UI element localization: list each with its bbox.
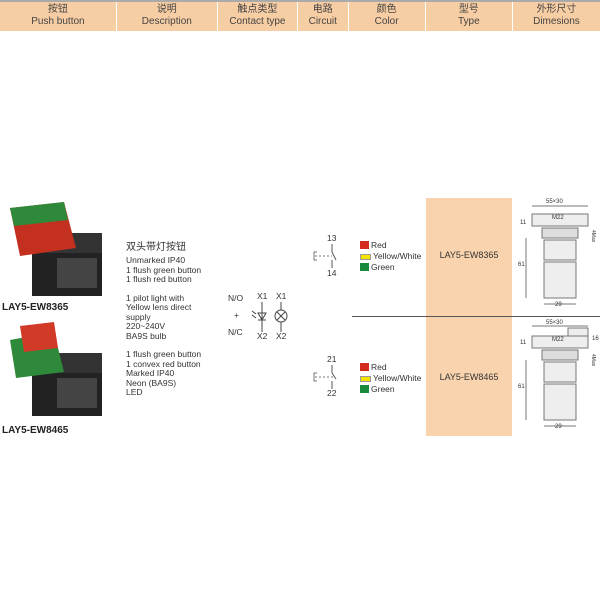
type-column-highlight [426, 198, 512, 436]
circuit-bottom-1: 14 [327, 268, 337, 278]
red-swatch [360, 241, 369, 249]
color-list-1: Red Yellow/White Green [360, 240, 421, 273]
push-button-image-1 [10, 202, 102, 296]
type-1: LAY5-EW8365 [439, 250, 499, 260]
description-title: 双头带灯按钮 [126, 242, 186, 253]
green-swatch [360, 263, 369, 271]
x2-label: X2 [276, 331, 287, 341]
led-lamp-symbol-icon [251, 302, 288, 332]
circuit-top-1: 13 [327, 233, 337, 243]
no-contact-symbol-icon [313, 244, 337, 268]
yellow-swatch [360, 376, 371, 382]
circuit-top-2: 21 [327, 354, 337, 364]
contact-plus: + [234, 310, 239, 320]
push-button-image-2 [10, 322, 102, 416]
color-list-2: Red Yellow/White Green [360, 362, 421, 395]
red-swatch [360, 363, 369, 371]
x1-label: X1 [257, 291, 268, 301]
row-divider [352, 316, 600, 317]
x2-label: X2 [257, 331, 268, 341]
yellow-swatch [360, 254, 371, 260]
nc-contact-symbol-icon [313, 365, 337, 389]
contact-no: N/O [228, 293, 244, 303]
circuit-bottom-2: 22 [327, 388, 337, 398]
dimension-drawing-1: 55×30 M22 11 4Max 61 29 [518, 199, 596, 308]
green-swatch [360, 385, 369, 393]
dimension-drawing-2: 55×30 M22 11 16 4Max 61 29 [518, 320, 599, 430]
product-model-1: LAY5-EW8365 [2, 302, 69, 313]
contact-nc: N/C [228, 327, 243, 337]
x1-label: X1 [276, 291, 287, 301]
type-2: LAY5-EW8465 [439, 372, 499, 382]
product-model-2: LAY5-EW8465 [2, 425, 69, 436]
